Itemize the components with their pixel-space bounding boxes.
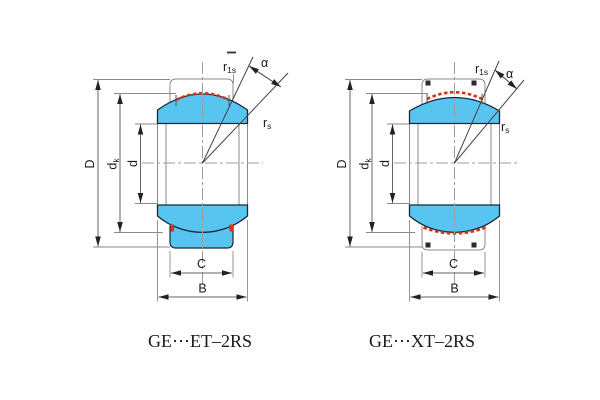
seal-clamp-square — [425, 242, 431, 248]
label-width-B: B — [450, 282, 458, 296]
label-width-B: B — [198, 282, 206, 296]
seal-mark-bottom-right — [229, 224, 233, 232]
label-sphere-diameter: dk — [358, 158, 374, 170]
angle-dim-arrow — [494, 69, 518, 90]
seal-clamp-square — [471, 80, 477, 86]
angle-dim-arrow — [248, 65, 282, 88]
seal-mark-bottom-left — [170, 224, 174, 232]
seal-clamp-square — [425, 80, 431, 86]
label-chamfer-r1s: r1s — [223, 60, 236, 75]
label-chamfer-rs: rs — [263, 116, 271, 131]
bearing-left: D dk d C B r1s α rs GE⋯ET–2RS — [83, 51, 289, 351]
angle-line-b — [454, 79, 525, 164]
seal-clamp-square — [471, 242, 477, 248]
label-bore-diameter: d — [126, 160, 140, 167]
label-sphere-diameter: dk — [106, 158, 122, 170]
label-chamfer-r1s: r1s — [475, 62, 488, 77]
label-chamfer-rs: rs — [501, 120, 509, 135]
label-bore-diameter: d — [378, 160, 392, 167]
label-tilt-angle: α — [261, 56, 268, 70]
angle-line-a — [202, 56, 254, 164]
seal-arc-top — [175, 91, 230, 102]
caption-right: GE⋯XT–2RS — [369, 331, 475, 351]
label-tilt-angle: α — [506, 67, 513, 81]
label-width-C: C — [449, 257, 458, 271]
bearing-right: D dk d C B r1s α rs GE⋯XT–2RS — [335, 60, 525, 351]
angle-line-b — [202, 72, 289, 164]
caption-left: GE⋯ET–2RS — [148, 331, 252, 351]
label-width-C: C — [197, 257, 206, 271]
angle-line-a — [454, 60, 500, 164]
label-outer-diameter: D — [335, 159, 349, 168]
label-outer-diameter: D — [83, 159, 97, 168]
